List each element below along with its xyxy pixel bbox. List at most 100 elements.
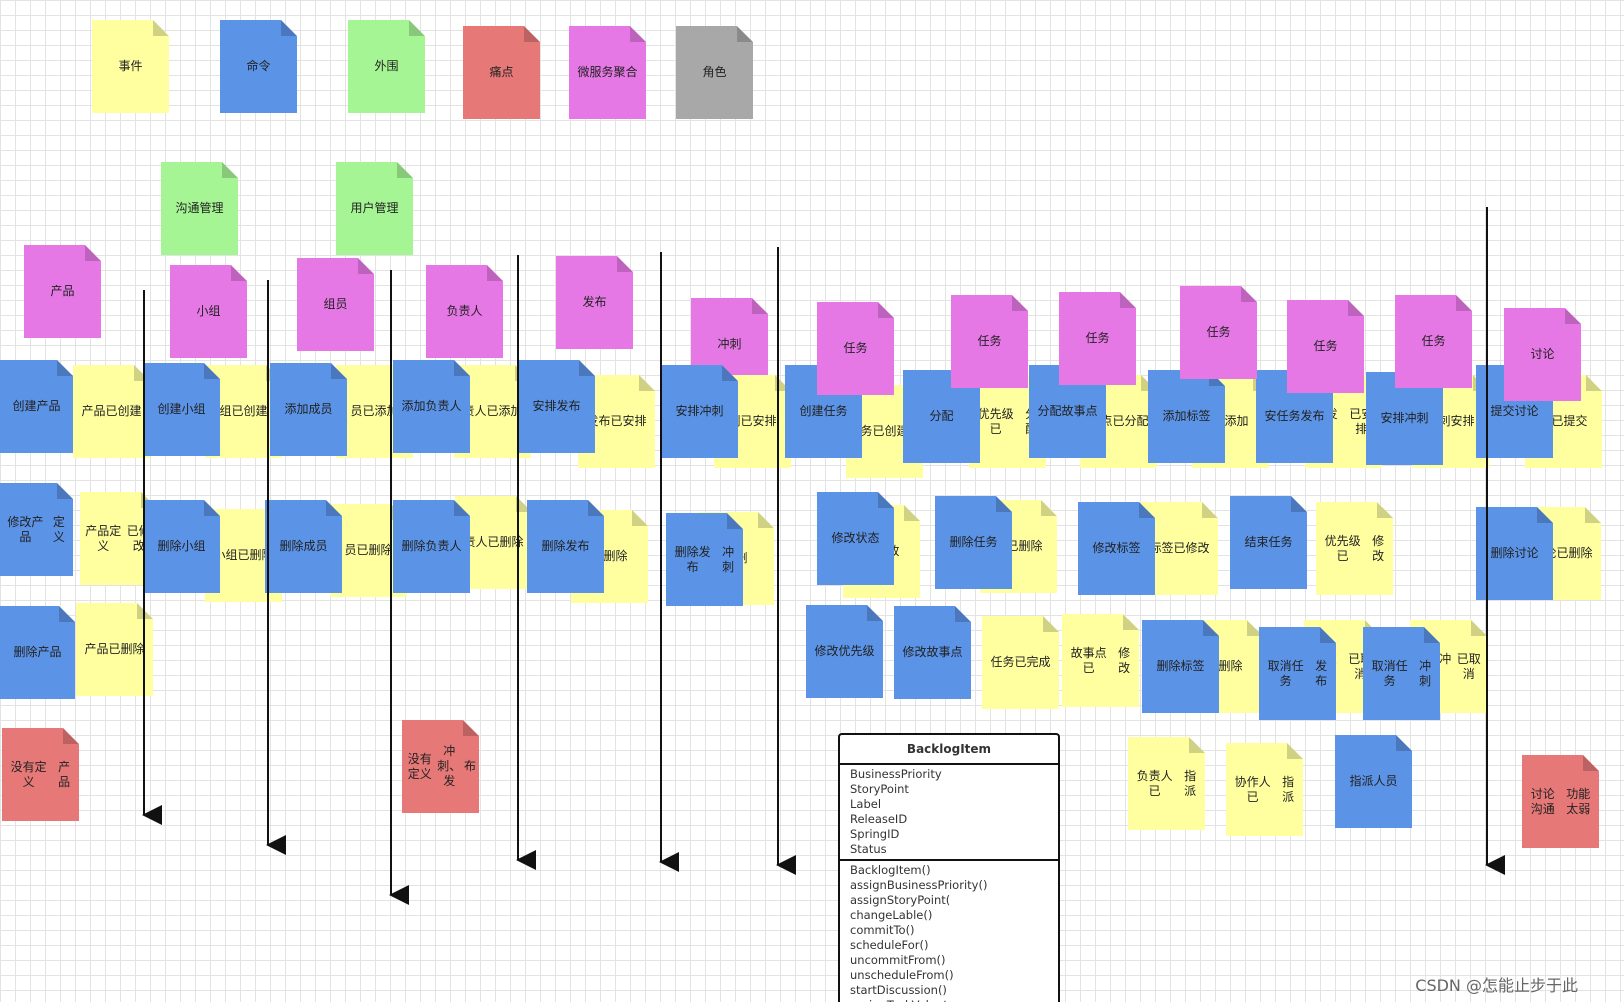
note-text-line: 没有定义 bbox=[10, 759, 47, 789]
legend-aggregate-note[interactable]: 微服务聚合 bbox=[569, 26, 646, 119]
uml-method: changeLable() bbox=[850, 908, 933, 922]
note-text-line: 组已创 bbox=[219, 404, 256, 418]
note-text-line: 排 bbox=[764, 414, 777, 428]
board-command-note[interactable]: 创建小组 bbox=[143, 363, 220, 456]
note-text-line: 删除标签 bbox=[1156, 659, 1205, 673]
board-pain-note[interactable]: 没有定义冲刺、发布 bbox=[402, 720, 479, 813]
board-aggregate-note[interactable]: 任务 bbox=[1059, 292, 1136, 385]
note-text-line: 创建产品 bbox=[12, 399, 61, 413]
note-text-line: 负责人已 bbox=[1136, 768, 1173, 798]
note-text-line: 修改 bbox=[1118, 645, 1131, 675]
board-pain-note[interactable]: 没有定义产品 bbox=[2, 728, 79, 821]
board-command-note[interactable]: 结束任务 bbox=[1230, 496, 1307, 589]
board-command-note[interactable]: 删除小组 bbox=[143, 500, 220, 593]
board-aggregate-note[interactable]: 任务 bbox=[1395, 295, 1472, 388]
note-text-line: 添加负责 bbox=[401, 399, 450, 413]
board-event-note[interactable]: 优先级已修改 bbox=[1316, 502, 1393, 595]
note-text-line: 外围 bbox=[374, 59, 399, 73]
note-text-line: 责人已 bbox=[462, 404, 499, 418]
note-text-line: 发布已安 bbox=[586, 414, 635, 428]
board-event-note[interactable]: 产品已删除 bbox=[76, 603, 153, 696]
board-command-note[interactable]: 取消任务冲刺 bbox=[1363, 627, 1440, 720]
note-text-line: 结束任务 bbox=[1244, 535, 1293, 549]
note-text-line: 建 bbox=[255, 404, 268, 418]
note-text-line: 删除任务 bbox=[949, 535, 998, 549]
board-command-note[interactable]: 修改状态 bbox=[817, 492, 894, 585]
board-command-note[interactable]: 删除负责人 bbox=[393, 500, 470, 593]
board-command-note[interactable]: 删除发布冲刺 bbox=[666, 513, 743, 606]
board-command-note[interactable]: 添加成员 bbox=[270, 363, 347, 456]
uml-method: assignTaskVolunteer bbox=[850, 998, 1048, 1002]
board-event-note[interactable]: 故事点已修改 bbox=[1062, 614, 1139, 707]
board-command-note[interactable]: 创建产品 bbox=[0, 360, 73, 453]
board-aggregate-note[interactable]: 发布 bbox=[556, 256, 633, 349]
note-text-line: 产品已创 bbox=[81, 404, 130, 418]
board-event-note[interactable]: 产品已创建 bbox=[73, 365, 150, 458]
note-text-line: 删除小组 bbox=[157, 539, 206, 553]
legend-pain-note[interactable]: 痛点 bbox=[463, 26, 540, 119]
backlogitem-class-box: BacklogItem BusinessPriority StoryPoint … bbox=[838, 733, 1060, 1002]
legend-event-note[interactable]: 事件 bbox=[92, 20, 169, 113]
board-event-note[interactable]: 协作人已指派 bbox=[1226, 743, 1303, 836]
note-text-line: 事件 bbox=[118, 59, 143, 73]
board-command-note[interactable]: 安排冲刺 bbox=[661, 365, 738, 458]
note-text-line: 小组已删 bbox=[213, 548, 262, 562]
board-command-note[interactable]: 修改优先级 bbox=[806, 605, 883, 698]
legend-command-note[interactable]: 命令 bbox=[220, 20, 297, 113]
board-command-note[interactable]: 删除标签 bbox=[1142, 620, 1219, 713]
board-aggregate-note[interactable]: 组员 bbox=[297, 258, 374, 351]
board-command-note[interactable]: 删除发布 bbox=[527, 500, 604, 593]
uml-attributes: BusinessPriority StoryPoint Label Releas… bbox=[840, 765, 1058, 861]
legend-role-note[interactable]: 角色 bbox=[676, 26, 753, 119]
board-aggregate-note[interactable]: 讨论 bbox=[1504, 308, 1581, 401]
board-command-note[interactable]: 添加负责人 bbox=[393, 360, 470, 453]
board-command-note[interactable]: 删除任务 bbox=[935, 496, 1012, 589]
board-aggregate-note[interactable]: 负责人 bbox=[426, 265, 503, 358]
board-event-note[interactable]: 任务已完成 bbox=[982, 616, 1059, 709]
watermark: CSDN @怎能止步于此 bbox=[1415, 976, 1578, 995]
board-command-note[interactable]: 添加标签 bbox=[1148, 370, 1225, 463]
board-external-note[interactable]: 用户管理 bbox=[336, 162, 413, 255]
note-text-line: 修改状态 bbox=[831, 531, 880, 545]
uml-attribute: SpringID bbox=[850, 827, 900, 841]
note-text-line: 分配 bbox=[929, 409, 954, 423]
board-command-note[interactable]: 删除讨论 bbox=[1476, 507, 1553, 600]
note-text-line: 定义 bbox=[52, 514, 65, 544]
board-command-note[interactable]: 指派人员 bbox=[1335, 735, 1412, 828]
note-text-line: 排 bbox=[634, 414, 647, 428]
note-text-line: 添加 bbox=[498, 404, 523, 418]
note-text-line: 已取消 bbox=[1456, 651, 1481, 681]
uml-attribute: ReleaseID bbox=[850, 812, 908, 826]
board-command-note[interactable]: 取消任务发布 bbox=[1259, 627, 1336, 720]
board-aggregate-note[interactable]: 任务 bbox=[817, 302, 894, 395]
note-text-line: 改 bbox=[1197, 541, 1210, 555]
board-pain-note[interactable]: 讨论沟通功能太弱 bbox=[1522, 755, 1599, 848]
board-command-note[interactable]: 删除产品 bbox=[0, 606, 75, 699]
board-command-note[interactable]: 删除成员 bbox=[265, 500, 342, 593]
note-text-line: 冲刺 bbox=[722, 544, 735, 574]
note-text-line: 安排冲刺 bbox=[1380, 411, 1429, 425]
board-aggregate-note[interactable]: 任务 bbox=[1287, 300, 1364, 393]
note-text-line: 分配故事 bbox=[1037, 404, 1086, 418]
note-text-line: 删除 bbox=[499, 535, 524, 549]
note-text-line: 创建小组 bbox=[157, 402, 206, 416]
note-text-line: 删除发布 bbox=[541, 539, 590, 553]
note-text-line: 命令 bbox=[246, 59, 271, 73]
board-aggregate-note[interactable]: 任务 bbox=[1180, 286, 1257, 379]
board-aggregate-note[interactable]: 任务 bbox=[951, 295, 1028, 388]
note-text-line: 任务 bbox=[977, 334, 1002, 348]
board-external-note[interactable]: 沟通管理 bbox=[161, 162, 238, 255]
note-text-line: 优先级已 bbox=[977, 406, 1014, 436]
board-event-note[interactable]: 负责人已指派 bbox=[1128, 737, 1205, 830]
board-command-note[interactable]: 修改标签 bbox=[1078, 502, 1155, 595]
note-text-line: 任务 bbox=[843, 341, 868, 355]
board-aggregate-note[interactable]: 小组 bbox=[170, 265, 247, 358]
board-command-note[interactable]: 修改故事点 bbox=[894, 606, 971, 699]
legend-external-note[interactable]: 外围 bbox=[348, 20, 425, 113]
note-text-line: 人 bbox=[449, 399, 462, 413]
note-text-line: 指派 bbox=[1282, 774, 1295, 804]
board-aggregate-note[interactable]: 产品 bbox=[24, 245, 101, 338]
note-text-line: 除 bbox=[615, 549, 628, 563]
board-command-note[interactable]: 修改产品定义 bbox=[0, 483, 73, 576]
board-command-note[interactable]: 安排发布 bbox=[518, 360, 595, 453]
